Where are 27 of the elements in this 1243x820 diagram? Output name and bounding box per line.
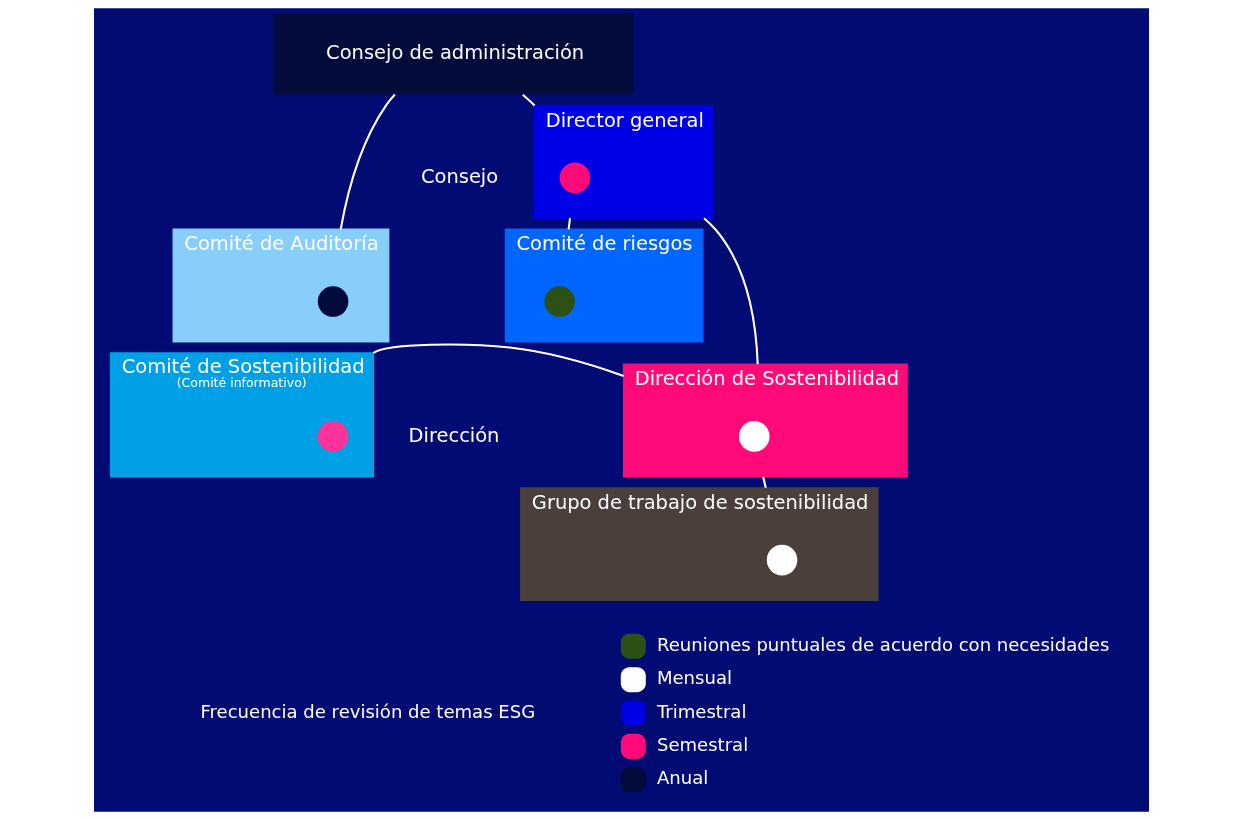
- label: Consejo: [420, 165, 499, 189]
- node-box: Consejo de administración: [274, 13, 634, 95]
- node-circle: [559, 162, 591, 194]
- legend-label: Anual: [656, 767, 709, 789]
- node-circle: [766, 544, 798, 576]
- cluster: Director general: [533, 104, 714, 219]
- node-circle: [544, 286, 575, 317]
- connector: [522, 93, 536, 107]
- cluster: Comité de riesgos: [504, 228, 704, 343]
- legend-label: Semestral: [656, 734, 749, 756]
- node-circle: [317, 421, 349, 452]
- node-circle: [738, 421, 770, 452]
- cluster: Comité de Sostenibilidad (Comité informativo): [110, 352, 375, 478]
- node-circle: [317, 286, 349, 317]
- cluster: Dirección de Sostenibilidad: [622, 363, 908, 478]
- label: Dirección: [408, 423, 500, 447]
- cluster: Grupo de trabajo de sostenibilidad: [520, 487, 879, 602]
- legend-label: Reuniones puntuales de acuerdo con necesidades: [656, 634, 1110, 656]
- connector: [703, 217, 759, 365]
- legend-label: Trimestral: [656, 700, 747, 722]
- label: Frecuencia de revisión de temas ESG: [200, 700, 536, 722]
- connector: [762, 476, 767, 489]
- connector: [567, 218, 572, 230]
- connector: [339, 93, 396, 230]
- connector: [372, 343, 624, 377]
- legend-label: Mensual: [656, 667, 732, 689]
- cluster: Comité de Auditoría: [172, 228, 390, 343]
